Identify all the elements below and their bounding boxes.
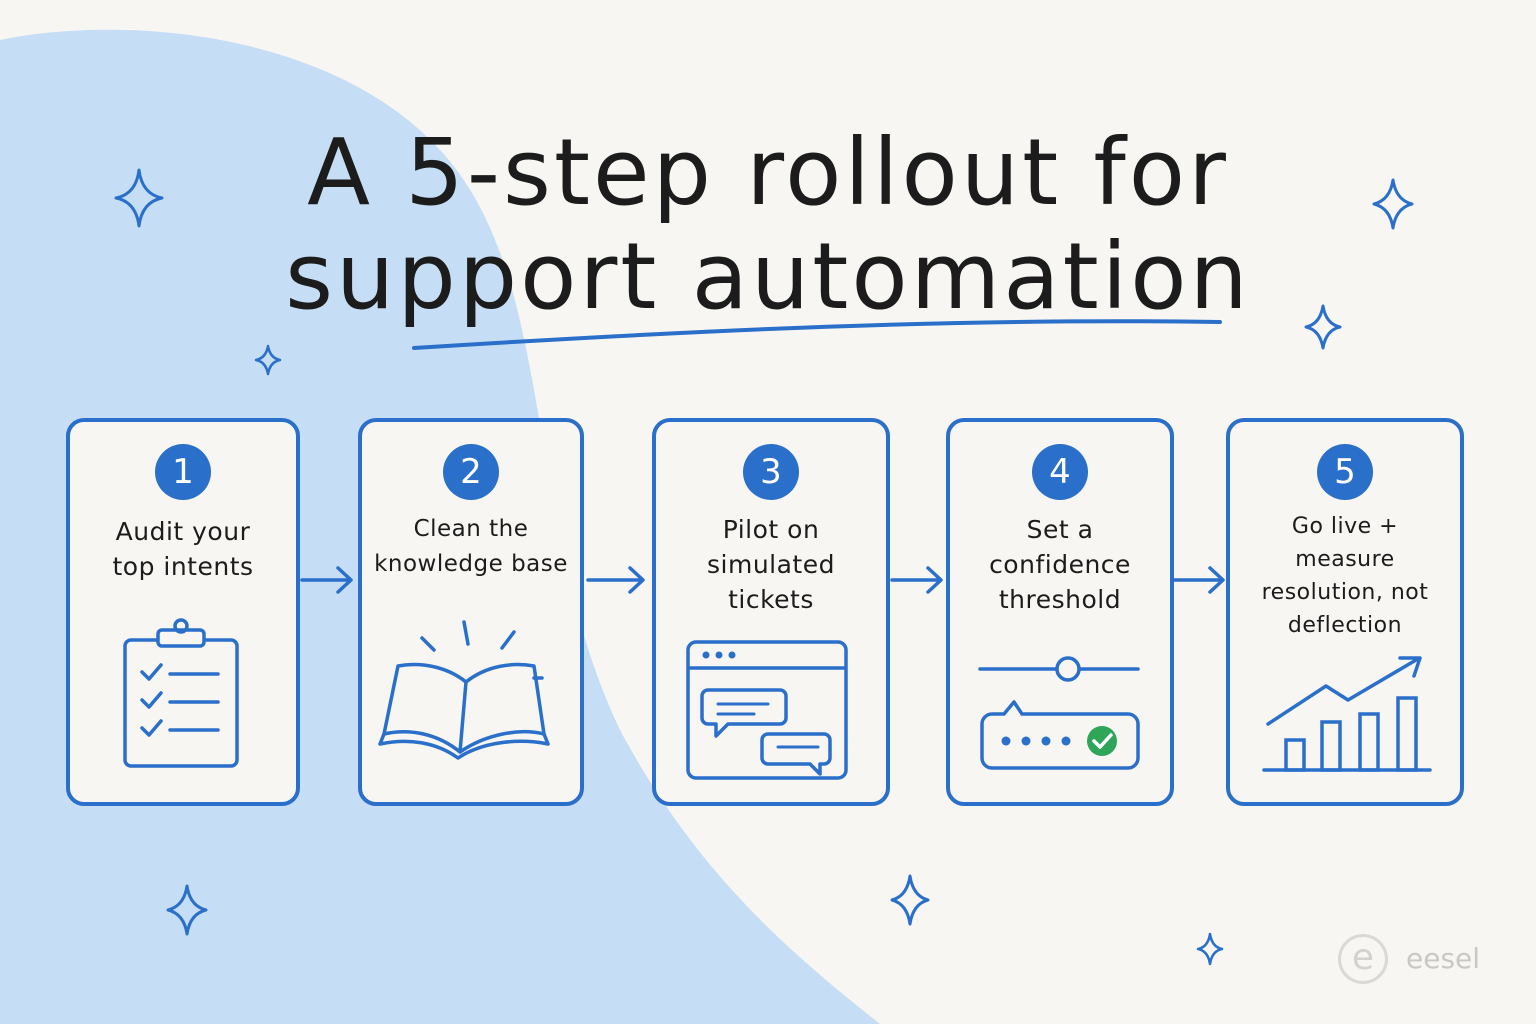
step-card-4: 4 Set a confidence threshold [946, 418, 1174, 806]
sparkle-icon [1372, 178, 1414, 230]
step-number-badge: 5 [1317, 444, 1373, 500]
step-card-1: 1 Audit your top intents [66, 418, 300, 806]
arrow-right-icon [586, 566, 645, 594]
sparkle-icon [890, 874, 930, 926]
sparkle-icon [114, 168, 164, 228]
step-number-badge: 2 [443, 444, 499, 500]
sparkle-icon [254, 344, 282, 376]
step-label: Clean the knowledge base [374, 516, 568, 577]
step-card-2: 2 Clean the knowledge base [358, 418, 584, 806]
chat-window-icon [686, 640, 848, 780]
sparkle-icon [1304, 304, 1342, 350]
arrow-right-icon [300, 566, 353, 594]
arrow-right-icon [890, 566, 943, 594]
brand-logo: e [1338, 934, 1388, 984]
open-book-icon [378, 620, 550, 760]
brand-name: eesel [1406, 942, 1481, 975]
clipboard-checklist-icon [123, 618, 239, 768]
threshold-slider-icon [978, 656, 1140, 770]
step-number-badge: 1 [155, 444, 211, 500]
step-number-badge: 4 [1032, 444, 1088, 500]
arrow-right-icon [1172, 566, 1225, 594]
page-title-line-1: A 5-step rollout for [307, 119, 1229, 226]
sparkle-icon [1196, 932, 1224, 966]
growth-chart-icon [1262, 656, 1432, 772]
step-card-3: 3 Pilot on simulated tickets [652, 418, 890, 806]
step-number-badge: 3 [743, 444, 799, 500]
step-label: Set a confidence threshold [989, 515, 1131, 614]
step-label: Pilot on simulated tickets [707, 515, 835, 614]
step-card-5: 5 Go live + measure resolution, not defl… [1226, 418, 1464, 806]
page-title-line-2: support automation [285, 223, 1251, 330]
step-label: Audit your top intents [112, 517, 254, 581]
sparkle-icon [166, 884, 208, 936]
step-label: Go live + measure resolution, not deflec… [1261, 514, 1429, 638]
